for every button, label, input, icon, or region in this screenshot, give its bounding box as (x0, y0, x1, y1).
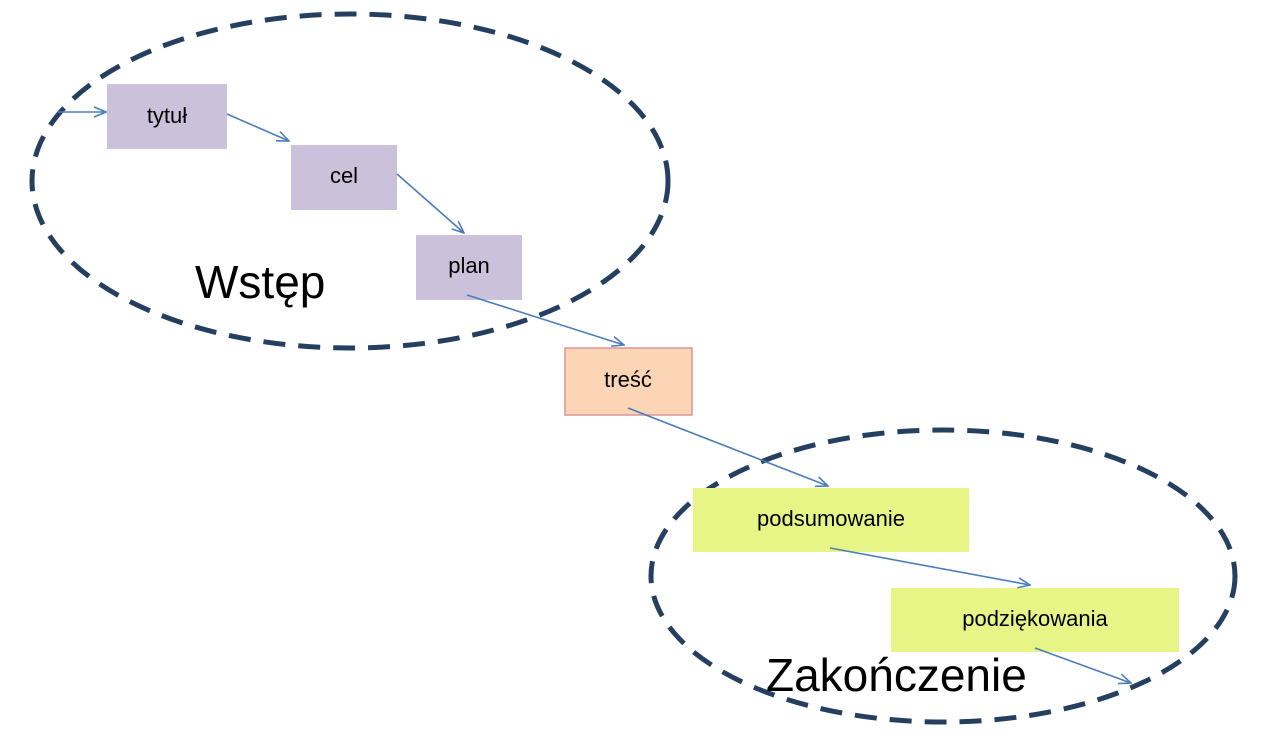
step-thanks-label: podziękowania (962, 606, 1108, 631)
step-goal-label: cel (330, 163, 358, 188)
step-title-rect (107, 84, 227, 149)
exit-arrow (1034, 647, 1131, 683)
step-content-box: treść (564, 347, 693, 416)
ending-group-label: Zakończenie (766, 649, 1027, 701)
step-goal-rect (291, 145, 397, 210)
step-title-box: tytuł (107, 84, 227, 149)
step-title-label: tytuł (147, 103, 187, 128)
step-thanks-box: podziękowania (891, 588, 1179, 652)
step-summary-rect (693, 488, 969, 552)
step-plan-rect (416, 235, 522, 300)
step-content-label: treść (604, 367, 652, 392)
step-content-rect (564, 347, 693, 416)
step-thanks-rect (891, 588, 1179, 652)
intro-group-label: Wstęp (195, 256, 325, 308)
step-summary-box: podsumowanie (693, 488, 969, 552)
arrow-plan-to-content (466, 294, 624, 345)
step-plan-box: plan (416, 235, 522, 300)
arrow-content-to-summary (627, 407, 828, 486)
step-plan-label: plan (448, 253, 490, 278)
arrow-title-to-goal (226, 113, 289, 141)
arrow-summary-to-thanks (829, 547, 1030, 585)
step-goal-box: cel (291, 145, 397, 210)
step-summary-label: podsumowanie (757, 506, 905, 531)
ending-group-ellipse (648, 427, 1238, 725)
intro-group-ellipse (29, 11, 671, 351)
arrow-goal-to-plan (396, 173, 464, 233)
